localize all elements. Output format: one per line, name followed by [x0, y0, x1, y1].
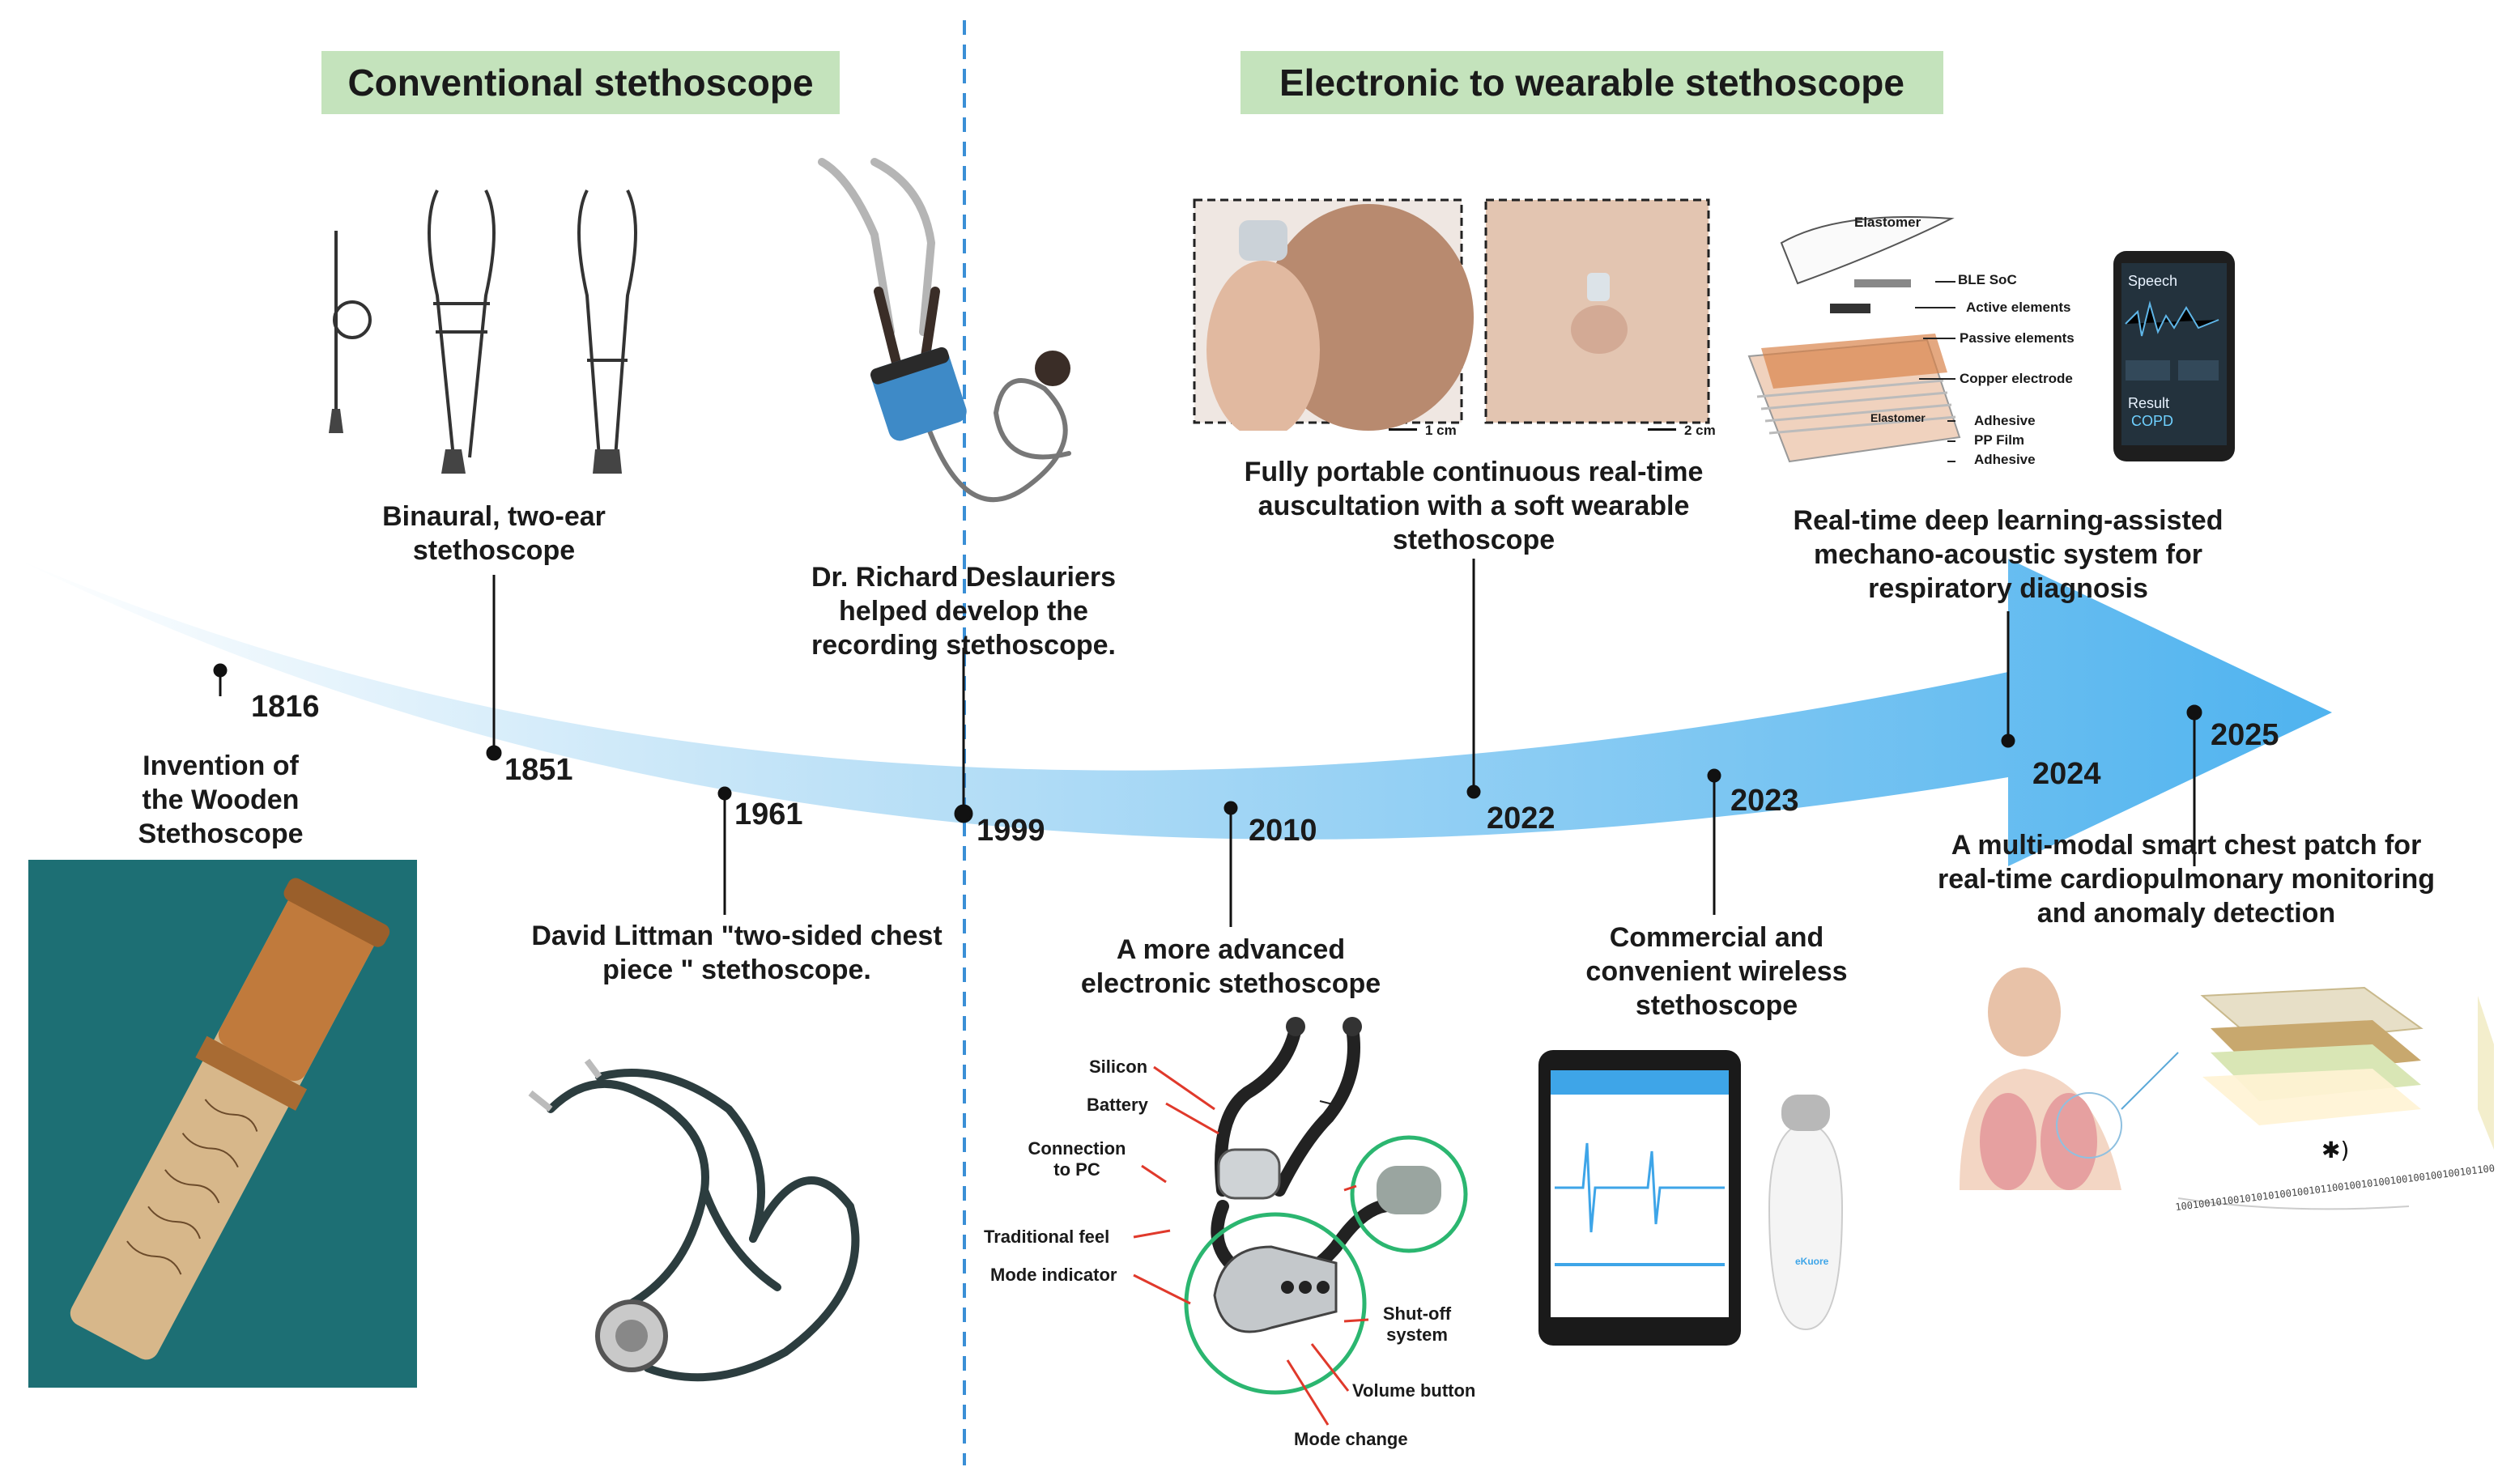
svg-text:✱): ✱): [2321, 1137, 2349, 1163]
year-1851: 1851: [504, 753, 573, 787]
layer-copper: Copper electrode: [1960, 371, 2073, 386]
layer-adhesive-1: Adhesive: [1974, 413, 2036, 428]
layer-adhesive-2: Adhesive: [1974, 452, 2036, 467]
year-2025: 2025: [2211, 718, 2279, 752]
conventional-header: Conventional stethoscope: [321, 51, 840, 114]
layer-active: Active elements: [1966, 300, 2071, 315]
year-2024: 2024: [2032, 757, 2101, 791]
wearable-stethoscope-photos: [1193, 198, 1710, 431]
mechano-acoustic-layers: [1747, 216, 1961, 463]
wooden-stethoscope-photo: [28, 860, 417, 1388]
phone-diagnosis: COPD: [2131, 413, 2174, 429]
label-1851: Binaural, two-ear stethoscope: [382, 501, 606, 566]
phone-speech: Speech: [2128, 273, 2178, 289]
layer-passive: Passive elements: [1960, 330, 2075, 346]
part-battery: Battery: [1087, 1095, 1148, 1115]
year-1961: 1961: [734, 797, 803, 831]
label-1999: Dr. Richard Deslauriers helped develop t…: [811, 562, 1117, 661]
label-2024: Real-time deep learning-assisted mechano…: [1793, 505, 2224, 604]
phone-result: Result: [2128, 395, 2170, 411]
year-1816: 1816: [251, 690, 320, 724]
diagnosis-phone: [2113, 251, 2235, 461]
smart-chest-patch: ✱): [1960, 967, 2494, 1210]
littmann-stethoscope-image: [528, 1058, 860, 1382]
wireless-stethoscope-app: [1538, 1050, 1844, 1346]
part-volume: Volume button: [1352, 1380, 1476, 1401]
binaural-stethoscope-sketch: [329, 189, 637, 474]
scale-right: 2 cm: [1684, 423, 1716, 438]
part-shutoff: Shut-off system: [1382, 1303, 1452, 1345]
part-mode-indicator: Mode indicator: [990, 1265, 1117, 1285]
layer-ble: BLE SoC: [1958, 272, 2017, 287]
year-2023: 2023: [1730, 784, 1799, 818]
label-2022: Fully portable continuous real-time ausc…: [1244, 457, 1704, 555]
label-2023: Commercial and convenient wireless steth…: [1585, 922, 1848, 1021]
recording-stethoscope-image: [818, 158, 1071, 503]
electronic-header: Electronic to wearable stethoscope: [1240, 51, 1943, 114]
electronic-stethoscope-image: [1184, 1017, 1468, 1395]
part-silicon: Silicon: [1089, 1057, 1148, 1077]
layer-pp-film: PP Film: [1974, 432, 2025, 448]
label-2010: A more advanced electronic stethoscope: [1080, 934, 1381, 999]
label-1816: Invention of the Wooden Stethoscope: [138, 751, 304, 849]
label-1961: David Littman "two-sided chest piece " s…: [531, 921, 943, 985]
year-2010: 2010: [1249, 814, 1317, 848]
layer-elastomer-bottom: Elastomer: [1870, 411, 1926, 424]
scale-left: 1 cm: [1425, 423, 1457, 438]
layer-elastomer-top: Elastomer: [1854, 215, 1921, 230]
year-1999: 1999: [977, 814, 1045, 848]
year-2022: 2022: [1487, 802, 1555, 836]
part-connection: Connection to PC: [1028, 1138, 1126, 1180]
part-mode-change: Mode change: [1294, 1429, 1408, 1449]
device-brand: eKuore: [1795, 1256, 1829, 1267]
label-2025: A multi-modal smart chest patch for real…: [1938, 830, 2435, 929]
part-traditional-feel: Traditional feel: [984, 1227, 1110, 1247]
